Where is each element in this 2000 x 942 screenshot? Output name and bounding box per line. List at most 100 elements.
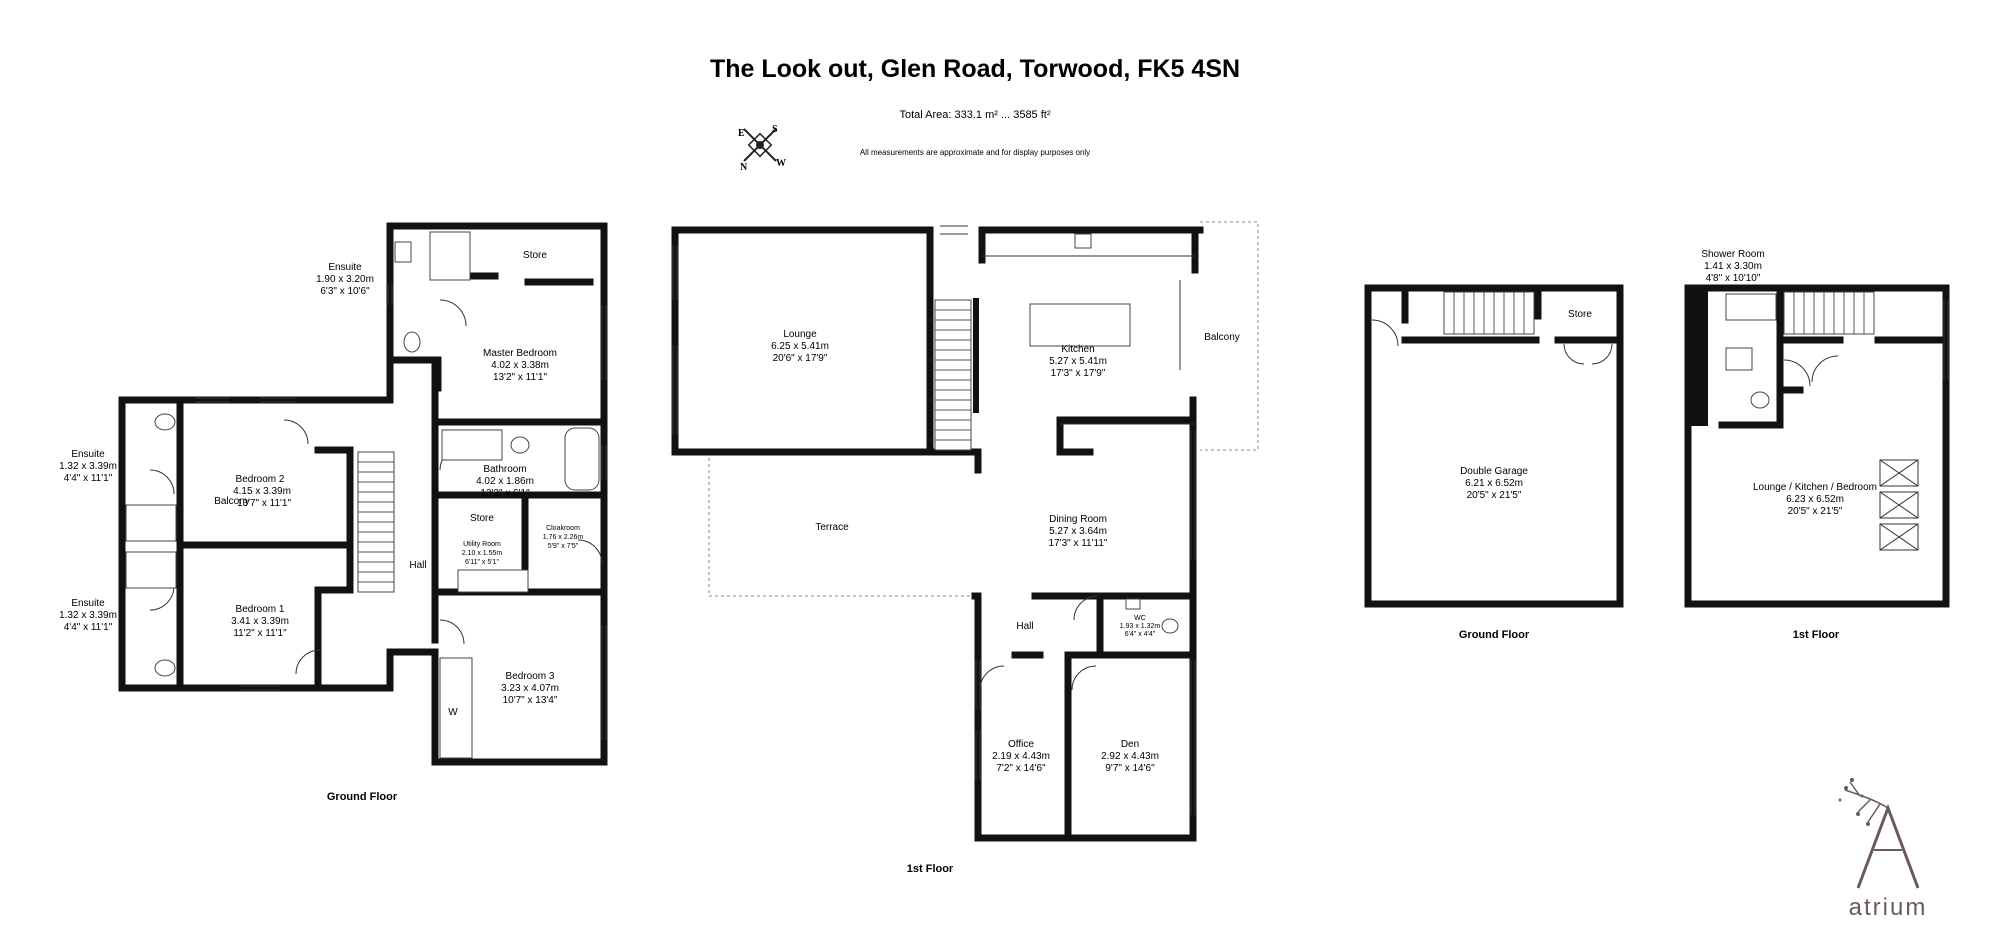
room-metric: 4.02 x 3.38m <box>491 360 549 371</box>
room-name: Terrace <box>815 522 849 533</box>
room-extra: Balcony <box>214 496 250 507</box>
room-imperial: 17'3" x 11'11" <box>1049 538 1108 549</box>
plan-main-ground: Ensuite 1.90 x 3.20m 6'3" x 10'6" Store … <box>59 222 608 803</box>
room-name: Bedroom 1 <box>236 604 285 615</box>
sink-icon <box>1074 233 1092 249</box>
room-name: Cloakroom <box>546 525 580 532</box>
room-imperial: 20'5" x 21'5" <box>1467 490 1522 501</box>
plan-garage-ground: Store Double Garage 6.21 x 6.52m 20'5" x… <box>1364 284 1624 641</box>
shower-tray-icon <box>1725 293 1777 321</box>
room-name: Double Garage <box>1460 466 1528 477</box>
stair-walls <box>927 298 933 453</box>
compass-e: E <box>738 128 745 139</box>
page-title: The Look out, Glen Road, Torwood, FK5 4S… <box>710 55 1240 83</box>
room-imperial: 13'2" x 6'1" <box>480 488 530 499</box>
room-imperial: 11'2" x 11'1" <box>233 628 287 639</box>
room-metric: 3.41 x 3.39m <box>231 616 289 627</box>
room-name: Den <box>1121 739 1139 750</box>
room-metric: 6.25 x 5.41m <box>771 341 829 352</box>
room-imperial: 6'3" x 10'6" <box>320 286 370 297</box>
room-imperial: 4'4" x 11'1" <box>64 622 113 633</box>
room-imperial: 5'9" x 7'5" <box>548 543 579 550</box>
room-metric: 2.10 x 1.55m <box>462 550 503 557</box>
room-name: Ensuite <box>71 449 105 460</box>
room-name: WC <box>1134 615 1146 622</box>
room-name: Hall <box>1016 621 1033 632</box>
compass-icon <box>743 128 777 162</box>
plan-main-first: Lounge 6.25 x 5.41m 20'6" x 17'9" Kitche… <box>671 221 1259 875</box>
room-imperial: 20'5" x 21'5" <box>1788 506 1843 517</box>
room-name: Bathroom <box>483 464 526 475</box>
room-name: Store <box>1568 309 1592 320</box>
room-name: Bedroom 3 <box>506 671 555 682</box>
room-metric: 3.23 x 4.07m <box>501 683 559 694</box>
wardrobe-icon <box>439 657 473 759</box>
room-metric: 1.32 x 3.39m <box>59 610 117 621</box>
room-name: Ensuite <box>71 598 105 609</box>
stairs-ground <box>357 451 395 593</box>
room-name: Store <box>470 513 494 524</box>
room-name: Kitchen <box>1061 344 1094 355</box>
toilet-icon <box>510 436 530 454</box>
total-area: Total Area: 333.1 m² ... 3585 ft² <box>899 109 1050 121</box>
toilet-icon <box>1750 391 1770 409</box>
bathtub-icon <box>564 427 600 491</box>
room-metric: 2.19 x 4.43m <box>992 751 1050 762</box>
shower-tray-icon <box>125 551 177 589</box>
shower-tray-icon <box>429 231 471 281</box>
room-name: Shower Room <box>1701 249 1764 260</box>
room-imperial: 7'2" x 14'6" <box>996 763 1046 774</box>
tree-letter-a-icon <box>1838 778 1920 889</box>
stairs-garage <box>1443 291 1535 335</box>
basin-icon <box>1125 598 1141 610</box>
room-imperial: 9'7" x 14'6" <box>1105 763 1155 774</box>
room-metric: 2.92 x 4.43m <box>1101 751 1159 762</box>
kitchen-island <box>1029 303 1131 347</box>
toilet-icon <box>403 331 421 353</box>
room-name: W <box>448 707 458 718</box>
room-metric: 1.76 x 2.26m <box>543 534 584 541</box>
stairs-first <box>934 299 972 451</box>
room-metric: 6.23 x 6.52m <box>1786 494 1844 505</box>
shower-tray-icon <box>1725 347 1753 371</box>
floor-label: Ground Floor <box>1459 629 1530 641</box>
room-imperial: 4'8" x 10'10" <box>1706 273 1761 284</box>
room-name: Lounge / Kitchen / Bedroom <box>1753 482 1877 493</box>
basin-icon <box>394 241 412 263</box>
room-imperial: 13'2" x 11'1" <box>493 372 548 383</box>
room-name: Store <box>523 250 547 261</box>
toilet-icon <box>1161 618 1179 634</box>
room-metric: 4.02 x 1.86m <box>476 476 534 487</box>
compass-w: W <box>776 158 786 169</box>
room-imperial: 4'4" x 11'1" <box>64 473 113 484</box>
disclaimer: All measurements are approximate and for… <box>860 148 1090 157</box>
room-name: Ensuite <box>328 262 362 273</box>
compass-n: N <box>740 162 748 173</box>
compass-s: S <box>772 124 778 135</box>
room-imperial: 10'7" x 13'4" <box>503 695 558 706</box>
plan-garage-first: Shower Room 1.41 x 3.30m 4'8" x 10'10" L… <box>1684 249 1950 641</box>
room-metric: 6.21 x 6.52m <box>1465 478 1523 489</box>
room-imperial: 6'4" x 4'4" <box>1125 631 1156 638</box>
brand-logo: atrium <box>1849 894 1928 921</box>
room-metric: 1.90 x 3.20m <box>316 274 374 285</box>
room-metric: 5.27 x 5.41m <box>1049 356 1107 367</box>
room-name: Utility Room <box>463 541 501 548</box>
room-metric: 1.32 x 3.39m <box>59 461 117 472</box>
room-imperial: 17'3" x 17'9" <box>1051 368 1106 379</box>
shower-tray-icon <box>441 429 503 461</box>
room-name: Hall <box>409 560 426 571</box>
floor-label: 1st Floor <box>1793 629 1840 641</box>
floor-label: 1st Floor <box>907 863 954 875</box>
roof-window-icon <box>1879 459 1919 551</box>
room-metric: 4.15 x 3.39m <box>233 486 291 497</box>
room-metric: 1.41 x 3.30m <box>1704 261 1762 272</box>
stair-walls <box>973 298 979 413</box>
room-imperial: 20'6" x 17'9" <box>773 353 828 364</box>
room-name: Office <box>1008 739 1034 750</box>
room-name: Master Bedroom <box>483 348 557 359</box>
chimney-block <box>1688 290 1708 426</box>
shower-tray-icon <box>125 504 177 542</box>
room-name: Lounge <box>783 329 817 340</box>
